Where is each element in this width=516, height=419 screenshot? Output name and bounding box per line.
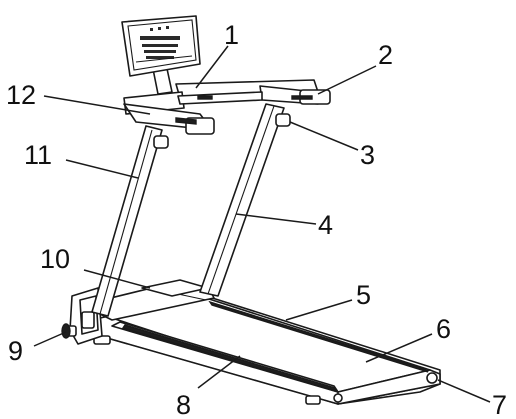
callout-labels: 1 2 3 4 5 6 7 8 9 10 11 12 (6, 20, 507, 419)
display-console (121, 15, 201, 95)
callout-12: 12 (6, 80, 36, 110)
callout-3: 3 (360, 140, 375, 170)
leader-6 (365, 333, 433, 363)
leader-9 (33, 331, 67, 347)
callout-11: 11 (24, 140, 52, 170)
front-base-housing (69, 287, 103, 345)
handlebar-frame (123, 79, 331, 135)
treadmill-deck-base (81, 279, 441, 405)
callout-5: 5 (356, 280, 371, 310)
leader-12 (43, 95, 151, 115)
callout-10: 10 (40, 244, 70, 274)
callout-4: 4 (318, 210, 333, 240)
adjustment-knob (61, 323, 77, 339)
leader-3 (289, 121, 359, 151)
leader-10 (83, 269, 151, 289)
callout-2: 2 (378, 40, 393, 70)
leader-8 (197, 355, 241, 389)
leader-7 (437, 379, 491, 403)
callout-6: 6 (436, 314, 451, 344)
callout-8: 8 (176, 390, 191, 419)
upright-left (91, 125, 169, 317)
leader-4 (235, 213, 317, 225)
callout-1: 1 (224, 20, 239, 50)
callout-7: 7 (492, 390, 507, 419)
callout-9: 9 (8, 336, 23, 366)
leader-1 (195, 45, 229, 89)
leader-2 (317, 65, 377, 95)
leader-11 (65, 159, 139, 179)
upright-right (199, 103, 291, 297)
leader-5 (285, 299, 353, 321)
leader-lines (33, 45, 491, 403)
